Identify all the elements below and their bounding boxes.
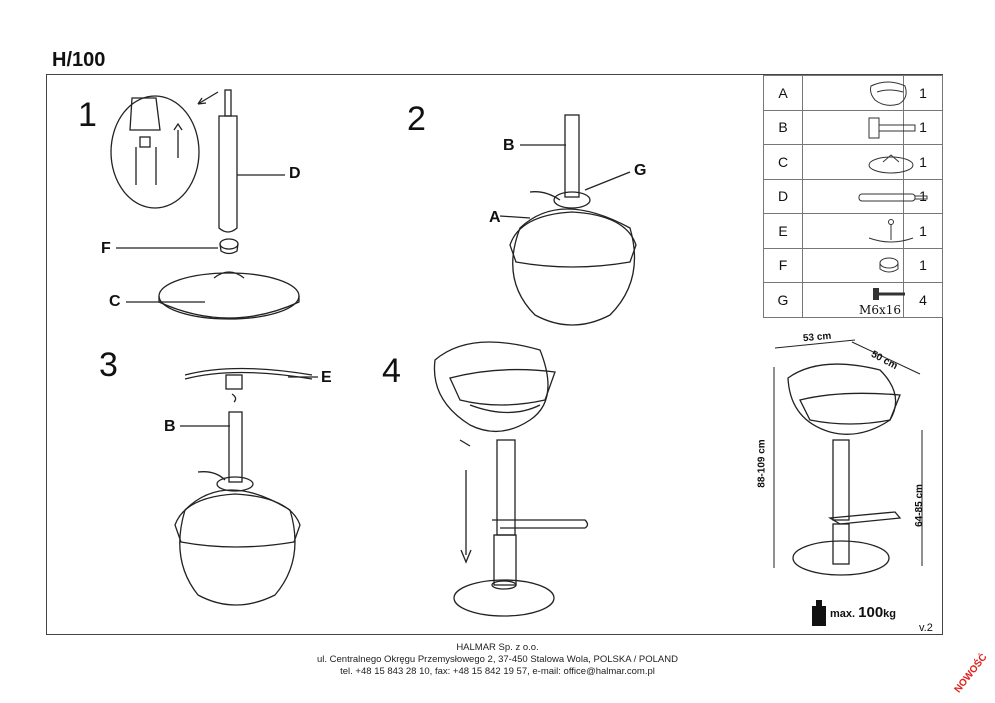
footrest-ring-icon [802, 213, 914, 249]
part-letter: E [763, 213, 803, 249]
parts-row: F 1 [763, 247, 943, 283]
callout-g: G [634, 162, 647, 179]
bolt-icon: M6x16 [802, 282, 905, 318]
part-qty: 1 [903, 178, 943, 214]
seat-mount-icon [802, 109, 916, 145]
part-qty: 4 [903, 282, 943, 318]
callout-d: D [289, 165, 301, 182]
parts-list-table: A 1 B 1 C 1 D 1 E 1 F 1 [763, 75, 943, 318]
instruction-frame [46, 74, 943, 635]
model-title: H/100 [52, 49, 106, 71]
footer-address: ul. Centralnego Okręgu Przemysłowego 2, … [316, 654, 678, 665]
max-load-value: 100 [858, 604, 884, 621]
step-number-2: 2 [407, 100, 426, 138]
part-letter: A [763, 75, 803, 111]
weight-icon [812, 600, 826, 626]
step1-detail-ellipse [110, 95, 200, 209]
part-letter: B [763, 109, 803, 145]
step3-footrest [184, 367, 313, 403]
dim-height: 88-109 cm [756, 439, 768, 488]
detail-arrow [197, 91, 219, 105]
step-number-3: 3 [99, 346, 118, 384]
parts-row: D 1 [763, 178, 943, 214]
footer-company: HALMAR Sp. z o.o. [456, 642, 539, 653]
parts-row: C 1 [763, 144, 943, 180]
max-load: max. 100kg [830, 604, 896, 621]
max-load-prefix: max. [830, 608, 856, 620]
parts-row: G M6x16 4 [763, 282, 943, 318]
step-number-4: 4 [382, 352, 401, 390]
part-qty: 1 [903, 213, 943, 249]
part-qty: 1 [903, 247, 943, 283]
part-qty: 1 [903, 109, 943, 145]
step1-gas-lift [218, 89, 238, 233]
part-letter: C [763, 144, 803, 180]
part-letter: G [763, 282, 803, 318]
round-base-icon [802, 144, 914, 180]
callout-c: C [109, 293, 121, 310]
bolt-spec: M6x16 [859, 302, 901, 317]
dimension-chair [787, 363, 902, 576]
callout-f: F [101, 240, 111, 257]
step1-base [158, 271, 300, 320]
callout-a: A [489, 209, 501, 226]
parts-row: E 1 [763, 213, 943, 249]
callout-b-step2: B [503, 137, 515, 154]
footer-contact: tel. +48 15 843 28 10, fax: +48 15 842 1… [340, 666, 655, 677]
max-load-unit: kg [883, 608, 897, 620]
callout-e: E [321, 369, 332, 386]
part-letter: D [763, 178, 803, 214]
step-number-1: 1 [78, 96, 97, 134]
step2-seat [509, 114, 637, 326]
callout-b-step3: B [164, 418, 176, 435]
cap-icon [802, 247, 904, 283]
dimension-arrows [773, 339, 923, 568]
dim-seat-height: 64-85 cm [913, 484, 925, 527]
step3-seat [174, 411, 301, 606]
gas-lift-icon [802, 178, 928, 214]
part-qty: 1 [903, 75, 943, 111]
parts-row: B 1 [763, 109, 943, 145]
part-qty: 1 [903, 144, 943, 180]
version-label: v.2 [919, 622, 933, 634]
seat-shell-icon [802, 75, 907, 111]
part-letter: F [763, 247, 803, 283]
step4-assembled-chair [433, 341, 589, 617]
step1-cap [219, 238, 239, 255]
parts-row: A 1 [763, 75, 943, 111]
